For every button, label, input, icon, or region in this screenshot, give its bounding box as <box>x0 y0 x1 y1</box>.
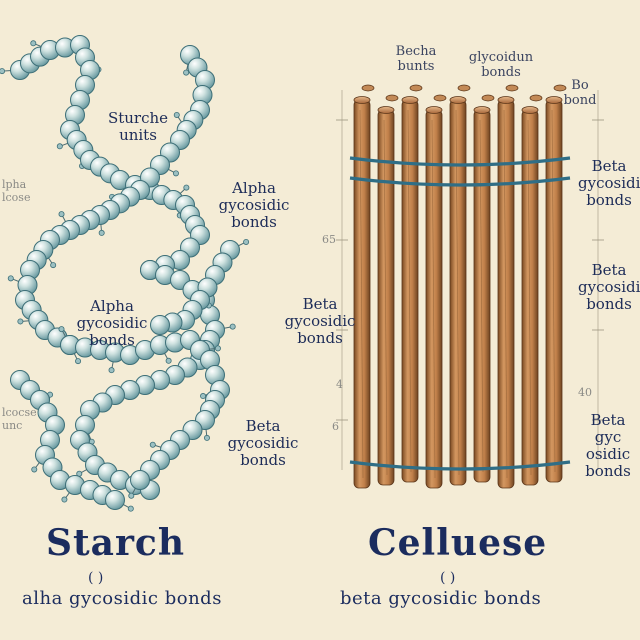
starch-alpha-bonds-label-mid: Alpha gycosidic bonds <box>76 297 148 349</box>
cellulose-beta-bonds-label-3: Beta gyc osidic bonds <box>585 411 631 480</box>
cellulose-beta-bonds-label-left: Beta gycosidic bonds <box>284 295 356 347</box>
starch-side-atom <box>0 68 6 75</box>
starch-side-atom <box>98 229 105 236</box>
starch-side-atom <box>165 357 172 364</box>
starch-side-atom <box>30 40 37 47</box>
starch-title: Starch <box>46 522 186 564</box>
cellulose-band <box>349 460 571 471</box>
cellulose-beta-bonds-label-2: Beta gycosidic bonds <box>578 261 640 313</box>
starch-side-atom <box>61 496 68 503</box>
cellulose-back-rod-cap <box>433 94 447 102</box>
starch-side-atom <box>183 184 190 191</box>
starch-alpha-bonds-label-top: Alpha gycosidic bonds <box>218 179 290 231</box>
starch-glucose-bead <box>105 490 125 510</box>
cellulose-tick-label-1: 65 <box>322 233 336 246</box>
starch-bead-chains <box>0 35 250 512</box>
cellulose-beta-bonds-label-1: Beta gycosidic bonds <box>578 157 640 209</box>
cellulose-rod-grain <box>551 109 556 473</box>
cellulose-rod-bundle <box>349 84 571 489</box>
cellulose-fibre-rod <box>521 109 539 486</box>
cellulose-tick-label-4: 6 <box>332 420 339 433</box>
starch-side-atom <box>183 69 190 76</box>
starch-edge-label-alpha: lpha lcose <box>2 178 31 204</box>
cellulose-fibre-rod <box>449 99 467 486</box>
cellulose-rod-cap <box>401 96 419 104</box>
cellulose-fibre-rod <box>377 109 395 486</box>
cellulose-back-rod-cap <box>361 84 375 92</box>
cellulose-fibre-rod <box>545 99 563 483</box>
starch-side-atom <box>172 170 179 177</box>
cellulose-fibre-rod <box>425 109 443 489</box>
cellulose-rod-grain <box>359 109 364 479</box>
starch-side-atom <box>31 466 38 473</box>
starch-side-atom <box>56 143 63 150</box>
cellulose-tick-label-3: 40 <box>578 386 592 399</box>
cellulose-rod-grain <box>527 119 532 476</box>
cellulose-back-rod-cap <box>553 84 567 92</box>
starch-side-atom <box>214 345 221 352</box>
starch-side-atom <box>17 318 24 325</box>
starch-side-atom <box>50 262 57 269</box>
starch-side-atom <box>173 111 180 118</box>
cellulose-rod-cap <box>425 106 443 114</box>
cellulose-top-label-right: Bo bond <box>563 78 597 108</box>
cellulose-rod-cap <box>545 96 563 104</box>
starch-edge-label-glucose: lcocse unc <box>2 406 37 432</box>
starch-side-atom <box>128 492 135 499</box>
cellulose-rod-cap <box>473 106 491 114</box>
cellulose-rod-grain <box>407 109 412 473</box>
cellulose-back-rod-cap <box>409 84 423 92</box>
cellulose-fibre-rod <box>401 99 419 483</box>
cellulose-band <box>349 176 571 187</box>
cellulose-rod-grain <box>503 109 508 479</box>
cellulose-title: Celluese <box>368 522 548 564</box>
starch-side-atom <box>7 275 14 282</box>
cellulose-subtitle: beta gycosidic bonds <box>340 588 542 609</box>
starch-side-atom <box>149 441 156 448</box>
cellulose-rod-grain <box>455 109 460 476</box>
starch-side-atom <box>108 367 115 374</box>
cellulose-rod-cap <box>521 106 539 114</box>
starch-side-atom <box>58 326 65 333</box>
starch-glucose-bead <box>130 470 150 490</box>
cellulose-top-label-left: Becha bunts <box>395 44 437 74</box>
cellulose-back-rod-cap <box>505 84 519 92</box>
cellulose-band <box>349 156 571 167</box>
starch-glucose-bead <box>150 315 170 335</box>
starch-beta-bonds-label: Beta gycosidic bonds <box>227 417 299 469</box>
starch-subtitle: alha gycosidic bonds <box>22 588 222 609</box>
cellulose-tick-label-2: 4 <box>336 378 343 391</box>
starch-units-label: Sturche units <box>107 109 169 144</box>
starch-side-atom <box>127 505 134 512</box>
cellulose-fibre-rod <box>497 99 515 489</box>
cellulose-subtitle-paren: ( ) <box>440 570 456 586</box>
starch-side-atom <box>203 434 210 441</box>
cellulose-rod-grain <box>431 119 436 479</box>
cellulose-rod-grain <box>479 119 484 473</box>
starch-side-atom <box>200 393 207 400</box>
cellulose-measure-guides <box>336 90 604 470</box>
cellulose-back-rod-cap <box>529 94 543 102</box>
cellulose-rod-grain <box>383 119 388 476</box>
starch-side-atom <box>229 323 236 330</box>
cellulose-back-rod-cap <box>385 94 399 102</box>
cellulose-rod-cap <box>449 96 467 104</box>
cellulose-back-rod-cap <box>481 94 495 102</box>
cellulose-rod-cap <box>353 96 371 104</box>
cellulose-rod-cap <box>497 96 515 104</box>
starch-side-atom <box>75 358 82 365</box>
cellulose-rod-cap <box>377 106 395 114</box>
starch-side-atom <box>58 211 65 218</box>
cellulose-top-label-mid: glycoidun bonds <box>468 50 534 80</box>
starch-side-atom <box>243 238 250 245</box>
starch-subtitle-paren: ( ) <box>88 570 104 586</box>
cellulose-back-rod-cap <box>457 84 471 92</box>
